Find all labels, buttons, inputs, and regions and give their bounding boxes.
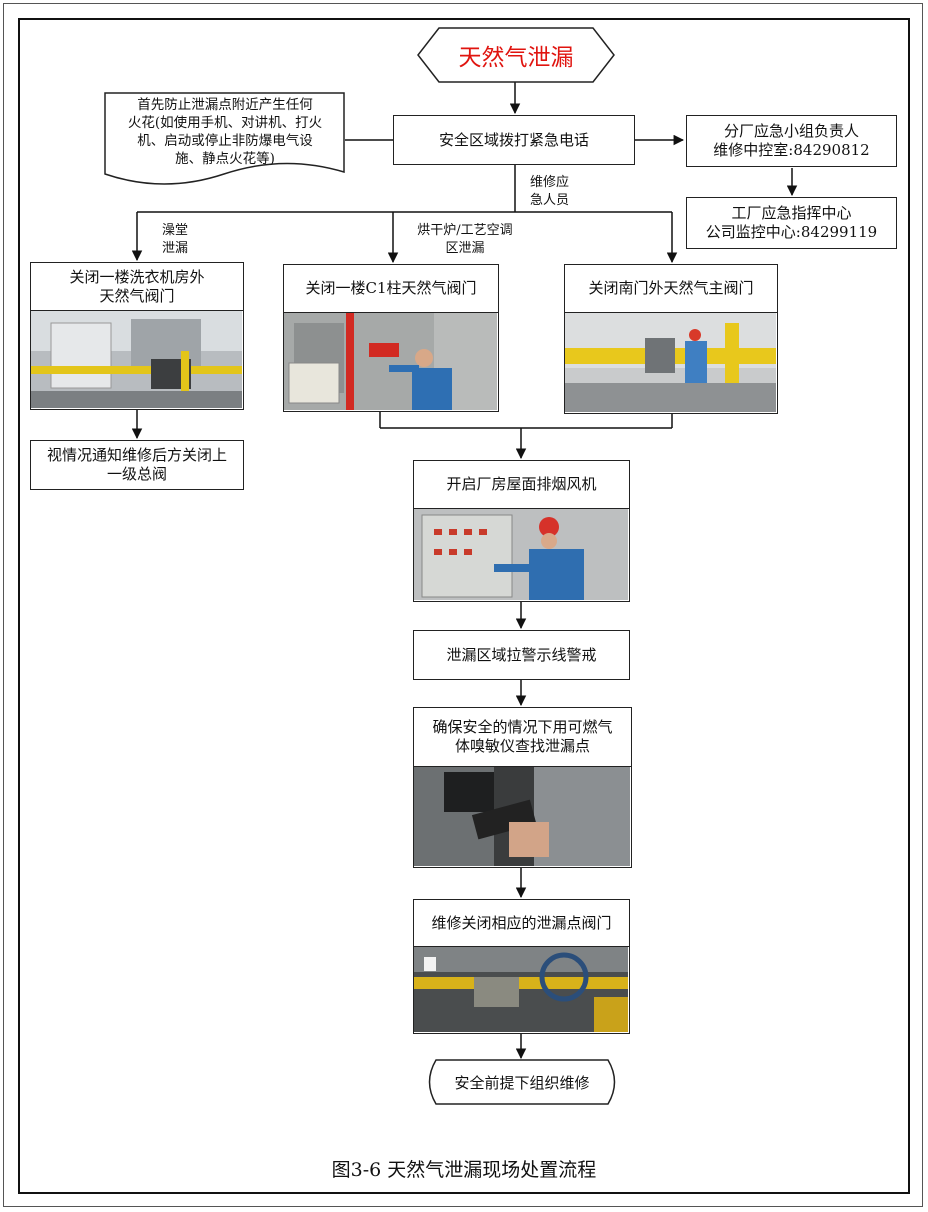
branch-3-box: 关闭南门外天然气主阀门 xyxy=(564,264,778,414)
fan-header: 开启厂房屋面排烟风机 xyxy=(414,461,629,509)
maintenance-label-line-1: 维修应 xyxy=(530,175,570,190)
notify-line-2: 一级总阀 xyxy=(106,465,167,483)
branch-1-tag: 澡堂 泄漏 xyxy=(162,222,188,258)
detect-box: 确保安全的情况下用可燃气 体嗅敏仪查找泄漏点 xyxy=(413,707,632,868)
branch-2-tag-line-2: 区泄漏 xyxy=(445,241,485,256)
detect-line-1: 确保安全的情况下用可燃气 xyxy=(432,718,613,736)
precaution-document-shape xyxy=(104,92,345,185)
branch-emergency-contact-box: 分厂应急小组负责人 维修中控室:84290812 xyxy=(686,115,897,167)
fan-panel-photo xyxy=(414,509,628,600)
branch-1-header: 关闭一楼洗衣机房外 天然气阀门 xyxy=(31,263,243,311)
branch-2-header: 关闭一楼C1柱天然气阀门 xyxy=(284,265,498,313)
maintenance-personnel-label: 维修应 急人员 xyxy=(530,174,569,210)
laundry-valve-photo xyxy=(31,311,242,408)
branch-1-tag-line-2: 泄漏 xyxy=(162,241,189,256)
precaution-line-4: 施、静点火花等) xyxy=(175,151,275,167)
main-valve-photo-art xyxy=(565,313,776,412)
gas-detector-photo-art xyxy=(414,767,630,866)
branch-3-header: 关闭南门外天然气主阀门 xyxy=(565,265,777,313)
start-title: 天然气泄漏 xyxy=(458,45,574,71)
gas-detector-photo xyxy=(414,767,630,866)
hq-contact-line-1: 工厂应急指挥中心 xyxy=(731,204,852,222)
inner-frame xyxy=(18,18,910,1194)
branch-2-box: 关闭一楼C1柱天然气阀门 xyxy=(283,264,499,412)
precaution-line-1: 首先防止泄漏点附近产生任何 xyxy=(137,97,313,113)
main-valve-photo xyxy=(565,313,776,412)
leak-valve-photo-art xyxy=(414,947,628,1032)
branch-1-tag-line-1: 澡堂 xyxy=(162,223,189,238)
emergency-call-box: 安全区域拨打紧急电话 xyxy=(393,115,635,165)
figure-caption: 图3-6 天然气泄漏现场处置流程 xyxy=(331,1159,597,1181)
start-hexagon xyxy=(417,27,615,83)
branch-1-box: 关闭一楼洗衣机房外 天然气阀门 xyxy=(30,262,244,410)
branch-1-line-2: 天然气阀门 xyxy=(99,286,175,305)
c1-valve-photo xyxy=(284,313,497,410)
precaution-text: 首先防止泄漏点附近产生任何 火花(如使用手机、对讲机、打火 机、启动或停止非防爆… xyxy=(108,96,342,168)
detect-line-2: 体嗅敏仪查找泄漏点 xyxy=(454,737,590,755)
cordon-box: 泄漏区域拉警示线警戒 xyxy=(413,630,630,680)
fan-box: 开启厂房屋面排烟风机 xyxy=(413,460,630,602)
end-terminator-shape xyxy=(428,1059,616,1105)
leak-valve-photo xyxy=(414,947,628,1032)
notify-box: 视情况通知维修后方关闭上 一级总阀 xyxy=(30,440,244,490)
notify-line-1: 视情况通知维修后方关闭上 xyxy=(46,446,227,464)
branch-2-line-1: 关闭一楼C1柱天然气阀门 xyxy=(305,279,477,297)
outer-frame xyxy=(3,3,923,1207)
laundry-valve-photo-art xyxy=(31,311,242,408)
detect-header: 确保安全的情况下用可燃气 体嗅敏仪查找泄漏点 xyxy=(414,708,631,767)
hq-contact-line-2: 公司监控中心:84299119 xyxy=(705,223,878,241)
close-valve-label: 维修关闭相应的泄漏点阀门 xyxy=(431,913,612,932)
c1-valve-photo-art xyxy=(284,313,497,410)
branch-3-line-1: 关闭南门外天然气主阀门 xyxy=(588,279,754,297)
branch-1-line-1: 关闭一楼洗衣机房外 xyxy=(69,267,205,286)
close-valve-box: 维修关闭相应的泄漏点阀门 xyxy=(413,899,630,1034)
branch-contact-line-2: 维修中控室:84290812 xyxy=(713,141,870,159)
branch-2-tag-line-1: 烘干炉/工艺空调 xyxy=(417,223,513,238)
precaution-line-2: 火花(如使用手机、对讲机、打火 xyxy=(127,115,323,131)
end-label: 安全前提下组织维修 xyxy=(454,1073,590,1092)
precaution-line-3: 机、启动或停止非防爆电气设 xyxy=(137,133,313,149)
branch-2-tag: 烘干炉/工艺空调 区泄漏 xyxy=(405,222,525,258)
maintenance-label-line-2: 急人员 xyxy=(530,193,570,208)
close-valve-header: 维修关闭相应的泄漏点阀门 xyxy=(414,900,629,947)
hq-emergency-contact-box: 工厂应急指挥中心 公司监控中心:84299119 xyxy=(686,197,897,249)
fan-panel-photo-art xyxy=(414,509,628,600)
fan-label: 开启厂房屋面排烟风机 xyxy=(446,475,597,493)
branch-contact-line-1: 分厂应急小组负责人 xyxy=(723,122,859,140)
